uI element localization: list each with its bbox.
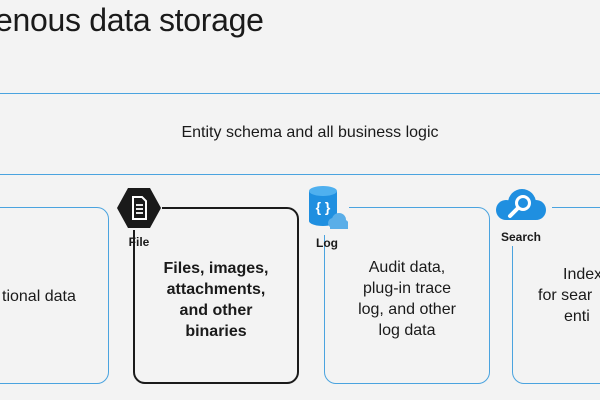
search-cloud-icon: [496, 189, 546, 220]
log-store-line: log, and other: [358, 301, 456, 318]
search-store-label: Search: [500, 230, 542, 244]
relational-store-text: tional data: [0, 286, 120, 307]
log-store-label: Log: [316, 236, 338, 250]
file-store-line: and other: [179, 302, 253, 319]
log-store-line: plug-in trace: [362, 280, 452, 297]
file-store-line: Files, images,: [163, 260, 269, 277]
search-store-box: [512, 207, 600, 384]
log-store-box: [324, 207, 490, 384]
band-top-border: [0, 93, 600, 94]
log-store-line: Audit data,: [368, 259, 446, 276]
file-store-label: File: [128, 235, 150, 249]
log-store-text: Audit data, plug-in trace log, and other…: [330, 257, 484, 341]
log-store-line: log data: [378, 322, 436, 339]
file-hexagon-icon: [117, 188, 161, 228]
file-store-line: binaries: [185, 323, 247, 340]
band-label: Entity schema and all business logic: [181, 124, 439, 141]
svg-text:{ }: { }: [316, 199, 331, 215]
file-store-line: attachments,: [166, 281, 266, 298]
relational-store-box: [0, 207, 109, 384]
page-title: ogenous data storage: [0, 2, 264, 38]
database-cloud-icon: { }: [309, 186, 348, 229]
relational-store-line: tional data: [2, 288, 76, 305]
search-store-line: for sear: [538, 287, 593, 304]
search-store-line: Index: [563, 266, 600, 283]
file-store-box: [133, 207, 299, 384]
search-store-line: enti: [564, 308, 590, 325]
file-store-text: Files, images, attachments, and other bi…: [140, 258, 292, 342]
search-store-text: Index for sear enti: [528, 264, 600, 327]
band-bottom-border: [0, 174, 600, 175]
